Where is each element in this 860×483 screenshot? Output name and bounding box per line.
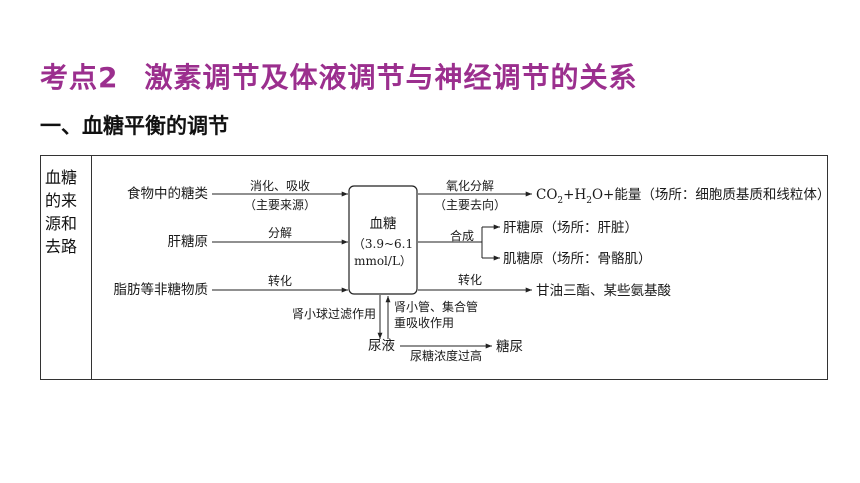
title-text: 激素调节及体液调节与神经调节的关系 [144,61,638,94]
note-main-destination: （主要去向） [434,197,506,212]
process-conversion-in: 转化 [268,273,292,288]
title-number: 考点2 [40,61,119,94]
note-main-source: （主要来源） [244,198,316,212]
result-liver-glycogen: 肝糖原（场所：肝脏） [503,220,638,236]
node-diabetes: 糖尿 [496,339,523,355]
source-liver-glycogen: 肝糖原 [168,234,209,250]
process-breakdown: 分解 [268,226,292,240]
diagram-frame: 血糖 的来 源和 去路 [40,155,828,380]
process-conversion-out: 转化 [458,272,482,287]
center-label: 血糖 [370,216,397,232]
side-label-line: 的来 [45,191,78,210]
side-label-line: 去路 [45,237,78,256]
node-urine: 尿液 [368,338,395,354]
result-fat-amino: 甘油三酯、某些氨基酸 [536,282,671,299]
label-reabsorption-2: 重吸收作用 [394,316,454,330]
blood-glucose-box [348,185,418,295]
source-food: 食物中的糖类 [127,185,208,202]
process-synthesis: 合成 [450,228,474,243]
label-reabsorption-1: 肾小管、集合管 [394,299,478,314]
source-non-sugar: 脂肪等非糖物质 [114,281,209,298]
label-filtration: 肾小球过滤作用 [292,307,376,321]
result-oxidation: CO2+H2O+能量（场所：细胞质基质和线粒体） [536,186,830,206]
side-label: 血糖 的来 源和 去路 [41,156,92,379]
section-subtitle: 一、血糖平衡的调节 [40,114,229,138]
center-unit: mmol/L） [354,254,412,268]
process-oxidation: 氧化分解 [446,179,494,193]
center-range: （3.9~6.1 [353,237,413,251]
result-muscle-glycogen: 肌糖原（场所：骨骼肌） [503,251,652,267]
process-digestion: 消化、吸收 [250,179,310,193]
side-label-line: 血糖 [45,168,78,187]
label-high-urine-sugar: 尿糖浓度过高 [410,348,482,363]
side-label-line: 源和 [45,214,78,233]
page-title: 考点2 激素调节及体液调节与神经调节的关系 [40,56,638,96]
